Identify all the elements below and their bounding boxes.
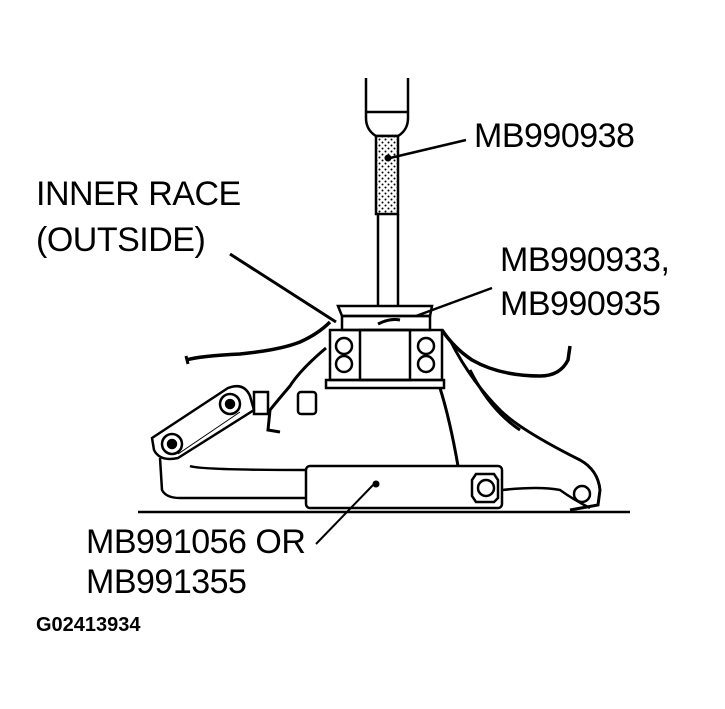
label-press-line2: MB991355: [86, 563, 247, 601]
label-inner-race-line1: INNER RACE: [36, 175, 241, 213]
label-tool-shaft: MB990938: [474, 117, 635, 155]
hub-knuckle-outline: [184, 320, 602, 512]
leader-mb990938: [389, 138, 467, 160]
figure-id: G02413934: [36, 614, 141, 636]
leader-lines: [229, 138, 493, 545]
tool-shaft: [364, 78, 410, 306]
label-installer-line1: MB990933,: [500, 241, 670, 279]
bearing-installer: [324, 304, 446, 390]
leader-inner-race: [229, 252, 337, 324]
leader-mb990933: [415, 286, 493, 318]
label-inner-race-line2: (OUTSIDE): [36, 221, 206, 259]
label-installer-line2: MB990935: [500, 285, 661, 323]
leader-mb991056: [315, 483, 375, 545]
label-press-line1: MB991056 OR: [86, 523, 306, 561]
press-linkage: [150, 385, 592, 510]
